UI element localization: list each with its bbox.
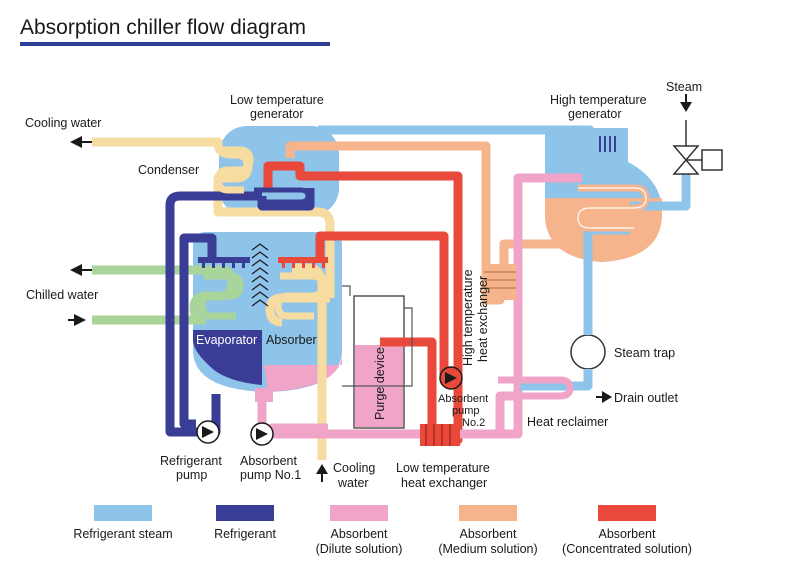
label-absorbent-pump-no2-1: Absorbent [438,393,488,405]
label-drain-outlet: Drain outlet [614,391,678,405]
legend-swatch [94,505,152,521]
legend-label: Absorbent [460,527,518,541]
absorbent-pump-no2 [439,366,463,390]
low-temp-generator-coil [254,187,311,205]
label-high-temp-hx-2: heat exchanger [476,276,490,362]
label-heat-reclaimer: Heat reclaimer [527,415,608,429]
label-evaporator: Evaporator [196,333,257,347]
drain-outlet-arrow [602,391,612,403]
diagram-title: Absorption chiller flow diagram [20,16,306,39]
label-absorber: Absorber [266,333,317,347]
chilled-water-out-arrow [70,264,82,276]
label-low-temp-hx-2: heat exchanger [401,476,487,490]
legend-swatch [330,505,388,521]
label-absorbent-pump-no2-2: pump [452,405,480,417]
legend-label: Refrigerant [214,527,276,541]
legend-swatch [598,505,656,521]
legend-item-refrigerant: Refrigerant [214,505,276,541]
absorber-pool [264,355,342,392]
label-steam: Steam [666,80,702,94]
label-high-temp-hx-1: High temperature [461,269,475,366]
label-low-temp-hx-1: Low temperature [396,461,490,475]
label-cooling-water-in-1: Cooling [333,461,375,475]
absorber-sump [255,388,273,402]
label-refrigerant-pump-2: pump [176,468,207,482]
legend-sublabel: (Concentrated solution) [562,542,692,556]
label-chilled-water: Chilled water [26,288,98,302]
legend-label: Absorbent [599,527,657,541]
legend-sublabel: (Medium solution) [438,542,537,556]
legend-sublabel: (Dilute solution) [316,542,403,556]
low-temp-heat-exchanger [420,424,460,446]
label-condenser: Condenser [138,163,199,177]
label-high-temp-generator-1: High temperature [550,93,647,107]
high-temp-heat-exchanger [484,264,516,300]
evaporator-coil [198,272,244,320]
label-absorbent-pump-no2-3: No.2 [462,417,485,429]
steam-in-arrow [680,102,692,112]
absorber-spray-header [278,257,328,263]
label-purge-device: Purge device [373,347,387,420]
legend-item-medium: Absorbent (Medium solution) [438,505,538,556]
evaporator-spray-header [198,257,250,263]
label-low-temp-generator-1: Low temperature [230,93,324,107]
label-low-temp-generator-2: generator [250,107,304,121]
legend-swatch [216,505,274,521]
label-high-temp-generator-2: generator [568,107,622,121]
absorber-coil [274,272,326,320]
legend: Refrigerant steam Refrigerant Absorbent … [73,505,692,556]
legend-label: Refrigerant steam [73,527,172,541]
title-underline [20,42,330,46]
steam-trap [570,334,606,370]
evaporator-pool [193,330,262,385]
condenser-coil [214,146,254,194]
label-absorbent-pump-no1-2: pump No.1 [240,468,301,482]
eliminator [251,243,269,307]
high-temp-generator-fins [599,136,616,152]
legend-label: Absorbent [331,527,389,541]
legend-swatch [459,505,517,521]
legend-item-dilute: Absorbent (Dilute solution) [316,505,403,556]
label-steam-trap: Steam trap [614,346,675,360]
legend-item-concentrated: Absorbent (Concentrated solution) [562,505,692,556]
refrigerant-steam-pipes [318,125,595,140]
label-refrigerant-pump-1: Refrigerant [160,454,222,468]
chilled-water-in-arrow [74,314,86,326]
absorbent-pump-no1 [250,422,274,446]
steam-valve [672,120,723,175]
heat-reclaimer [498,376,574,400]
refrigerant-pump [196,420,220,444]
legend-item-refrigerant-steam: Refrigerant steam [73,505,173,541]
label-cooling-water-in-2: water [337,476,369,490]
label-absorbent-pump-no1-1: Absorbent [240,454,298,468]
cooling-water-out-arrow [70,136,82,148]
label-cooling-water-out: Cooling water [25,116,101,130]
cooling-water-in-arrow [316,464,328,474]
